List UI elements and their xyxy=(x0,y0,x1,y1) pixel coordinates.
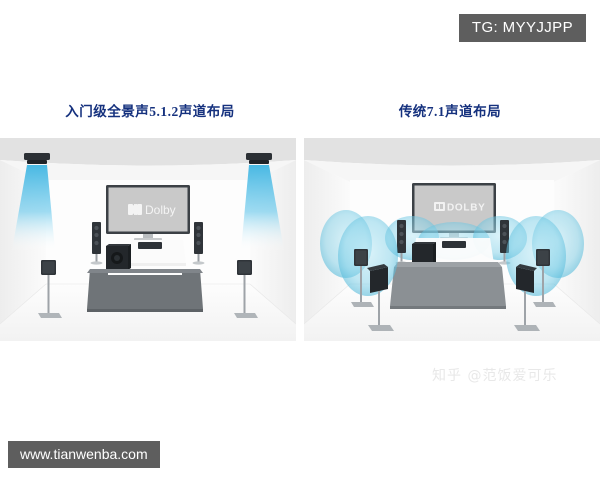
rear-surround-speaker-right xyxy=(514,264,540,331)
surround-speaker-left xyxy=(38,260,62,318)
tower-speaker-right xyxy=(192,222,205,265)
room-diagrams: Dolby xyxy=(0,138,600,341)
sofa-left xyxy=(87,269,203,312)
dolby-logo-right: DOLBY xyxy=(434,202,486,214)
zhihu-watermark: 知乎 @范饭爱可乐 xyxy=(432,368,558,384)
side-surround-speaker-right xyxy=(533,249,556,307)
ceiling-speaker-left xyxy=(12,153,55,250)
left-panel-title: 入门级全景声5.1.2声道布局 xyxy=(65,104,235,119)
dolby-logo-text-right: DOLBY xyxy=(447,203,486,214)
surround-speaker-right xyxy=(234,260,258,318)
right-panel-title: 传统7.1声道布局 xyxy=(398,104,502,119)
dolby-logo-left: Dolby xyxy=(128,203,176,217)
panel-titles: 入门级全景声5.1.2声道布局 传统7.1声道布局 xyxy=(0,100,600,126)
subwoofer-left xyxy=(106,244,131,270)
ceiling-speaker-right xyxy=(241,153,284,250)
tower-speaker-left xyxy=(90,222,103,265)
room-diagram-atmos: Dolby xyxy=(0,138,296,341)
rear-surround-speaker-left xyxy=(367,264,394,331)
tv-screen-left: Dolby xyxy=(106,185,190,241)
site-url-banner: www.tianwenba.com xyxy=(8,441,160,468)
side-surround-speaker-left xyxy=(351,249,374,307)
center-channel-speaker-left xyxy=(138,242,162,249)
sofa-right xyxy=(390,262,506,309)
center-channel-speaker-right xyxy=(442,241,466,248)
tg-badge: TG: MYYJJPP xyxy=(458,14,586,42)
room-diagram-71: DOLBY xyxy=(304,138,600,341)
dolby-logo-text-left: Dolby xyxy=(145,203,176,217)
